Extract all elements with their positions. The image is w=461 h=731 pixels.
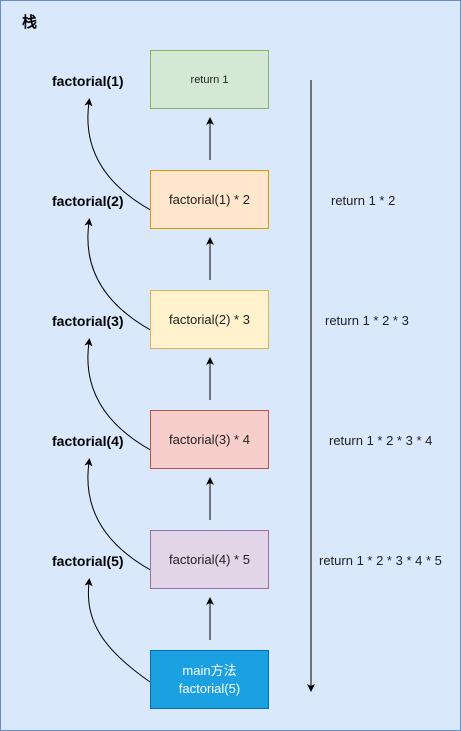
call-label-3: factorial(3) [52,313,124,329]
return-value-4: return 1 * 2 * 3 * 4 [329,433,433,448]
frame-box-1: return 1 [150,50,269,109]
call-label-5: factorial(5) [52,553,124,569]
curve-frame3-to-label2 [84,218,161,336]
return-value-2: return 1 * 2 [331,193,396,208]
main-line1: main方法 [182,662,237,678]
frame-box-text: return 1 [190,73,229,86]
frame-box-text: factorial(3) * 4 [169,432,250,447]
curve-frame4-to-label3 [84,338,161,456]
return-value-3: return 1 * 2 * 3 [325,313,409,328]
frame-box-text: factorial(2) * 3 [169,312,250,327]
curve-frame2-to-label1 [84,98,161,216]
call-label-4: factorial(4) [52,433,124,449]
main-frame-box: main方法 factorial(5) [150,650,269,709]
frame-box-text: factorial(4) * 5 [169,552,250,567]
frame-box-3: factorial(2) * 3 [150,290,269,349]
curve-main-to-label5 [84,578,163,691]
call-label-1: factorial(1) [52,73,124,89]
frame-box-2: factorial(1) * 2 [150,170,269,229]
stack-title: 栈 [22,14,38,31]
frame-box-text: factorial(1) * 2 [169,192,250,207]
curve-frame5-to-label4 [84,458,161,576]
frame-box-5: factorial(4) * 5 [150,530,269,589]
main-line2: factorial(5) [178,680,241,696]
frame-box-4: factorial(3) * 4 [150,410,269,469]
call-label-2: factorial(2) [52,193,124,209]
return-value-5: return 1 * 2 * 3 * 4 * 5 [319,553,442,568]
